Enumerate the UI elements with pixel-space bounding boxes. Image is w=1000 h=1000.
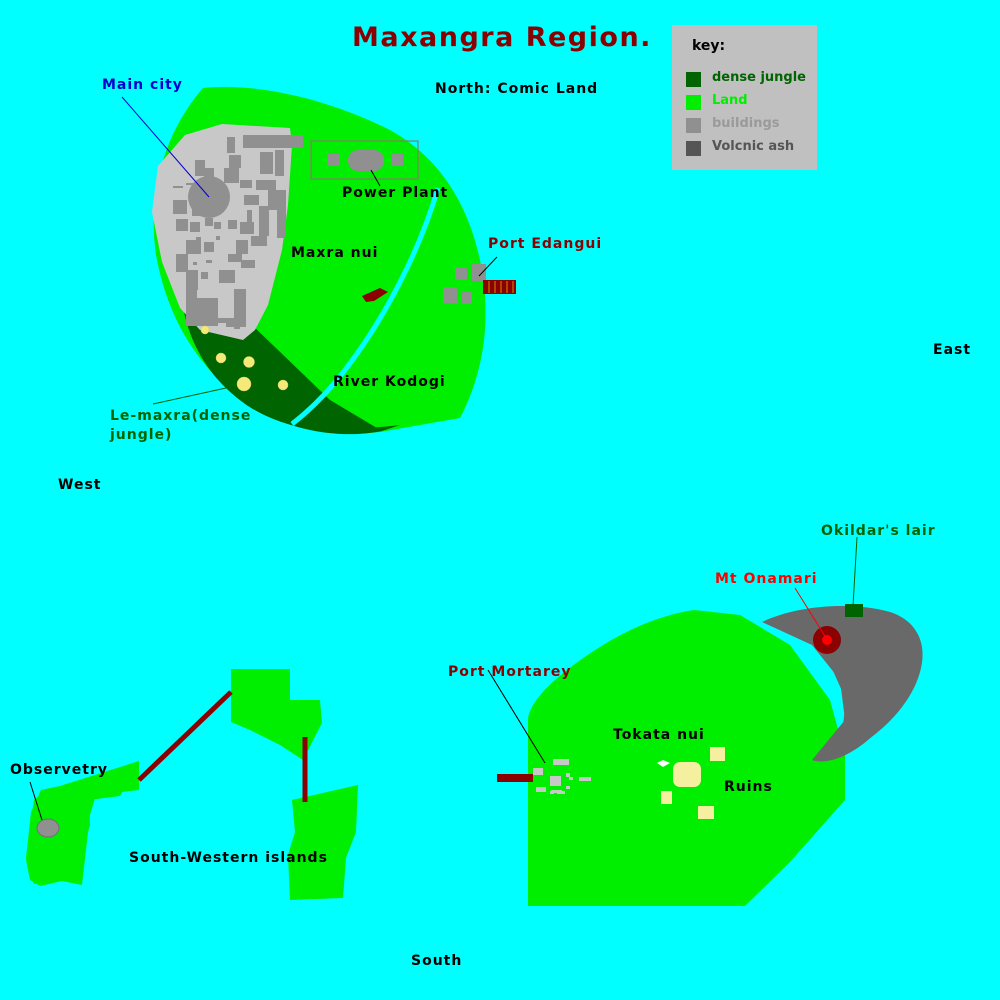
mt-onamari-label: Mt Onamari [715, 571, 818, 587]
key-label-buildings: buildings [712, 116, 780, 131]
key-label-volcanic-ash: Volcnic ash [712, 139, 795, 154]
key-swatch-volcanic-ash [686, 141, 701, 156]
sw-island-west-body [26, 761, 139, 884]
south-western-islands-label: South-Western islands [129, 850, 328, 866]
port-mortarey-pier [497, 774, 533, 782]
key-swatch-dense-jungle [686, 72, 701, 87]
le-maxra-label-line1: Le-maxra(dense [110, 408, 252, 424]
key-label-land: Land [712, 93, 748, 108]
river-kodogi [290, 187, 441, 426]
observetry-dome [36, 818, 60, 838]
map-key-legend: key: dense jungle Land buildings Volcnic… [672, 25, 817, 170]
sw-island-south [288, 785, 358, 900]
observetry-label: Observetry [10, 762, 108, 778]
compass-west-label: West [58, 477, 102, 493]
le-maxra-label-line2: jungle) [110, 427, 173, 443]
volcanic-ash-field-body [763, 607, 923, 750]
mt-onamari-leader-line [794, 587, 829, 642]
ruins-structures [661, 747, 725, 819]
observetry-leader-line [29, 781, 43, 821]
power-plant-building-left [327, 154, 340, 166]
tokata-nui-label: Tokata nui [613, 727, 705, 743]
okildars-lair-leader-line [852, 536, 858, 607]
le-maxra-leader-line [152, 387, 227, 405]
port-edangui-pier [483, 280, 516, 294]
key-swatch-buildings [686, 118, 701, 133]
maxra-nui-label: Maxra nui [291, 245, 379, 261]
power-plant-label: Power Plant [342, 185, 449, 201]
port-mortarey-buildings [533, 759, 591, 794]
main-city-leader-line [121, 96, 210, 198]
ruins-white-marker [657, 760, 670, 767]
okildars-lair-structure [845, 604, 863, 617]
key-label-dense-jungle: dense jungle [712, 70, 807, 85]
key-heading: key: [692, 38, 726, 54]
river-kodogi-label: River Kodogi [333, 374, 446, 390]
port-mortarey-label: Port Mortarey [448, 664, 572, 680]
sw-bridge-nw [137, 690, 233, 782]
okildars-lair-label: Okildar's lair [821, 523, 936, 539]
map-title: Maxangra Region. [352, 22, 652, 53]
power-plant-boundary [310, 140, 419, 180]
port-edangui-label: Port Edangui [488, 236, 603, 252]
power-plant-leader-line [370, 169, 381, 187]
ruins-label: Ruins [724, 779, 773, 795]
compass-south-label: South [411, 953, 463, 969]
power-plant-reactor [348, 150, 384, 171]
compass-north-label: North: Comic Land [435, 81, 599, 97]
main-city-label: Main city [102, 77, 183, 93]
compass-east-label: East [933, 342, 972, 358]
port-edangui-buildings [443, 264, 486, 304]
port-edangui-leader-line [478, 256, 498, 277]
power-plant-building-right [391, 154, 403, 166]
river-bridge [362, 288, 388, 302]
key-swatch-land [686, 95, 701, 110]
tokata-nui-land [528, 610, 845, 906]
jungle-clearings [200, 325, 289, 392]
port-mortarey-leader-line [487, 669, 546, 764]
sw-island-north-lobe [231, 669, 290, 703]
le-maxra-dense-jungle-body [183, 307, 382, 433]
